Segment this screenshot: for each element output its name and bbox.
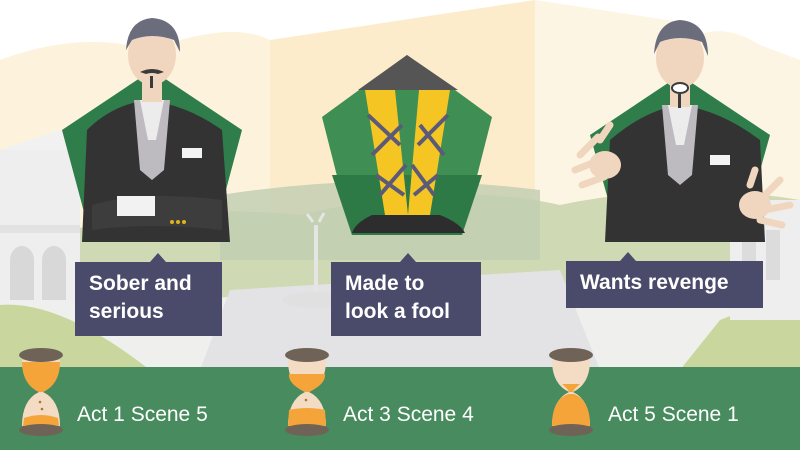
right-shoe [408, 215, 465, 233]
hourglass-icon [549, 348, 593, 436]
hourglass-icon [285, 348, 329, 436]
caption-wants-revenge: Wants revenge [566, 252, 763, 308]
left-hand [571, 121, 614, 189]
caption-line: Made to [345, 272, 425, 295]
caption-sober-serious: Sober and serious [75, 253, 222, 336]
hair [654, 20, 708, 56]
face [128, 25, 176, 85]
face [656, 28, 704, 88]
character-sober-serious [62, 18, 242, 242]
character-made-fool [322, 55, 492, 235]
caption-made-fool: Made to look a fool [331, 253, 481, 336]
caption-line: Wants revenge [580, 271, 729, 294]
right-hand [746, 166, 794, 229]
caption-line: Sober and [89, 272, 192, 295]
hourglass-icon [19, 348, 63, 436]
hair [126, 18, 180, 52]
timeline-band [0, 367, 800, 450]
act-label: Act 3 Scene 4 [343, 403, 474, 426]
act-label: Act 1 Scene 5 [77, 403, 208, 426]
caption-line: serious [89, 300, 164, 323]
breeches [358, 55, 458, 90]
act-label: Act 5 Scene 1 [608, 403, 739, 426]
left-shoe [352, 215, 408, 233]
caption-line: look a fool [345, 300, 450, 323]
character-wants-revenge [571, 20, 794, 242]
